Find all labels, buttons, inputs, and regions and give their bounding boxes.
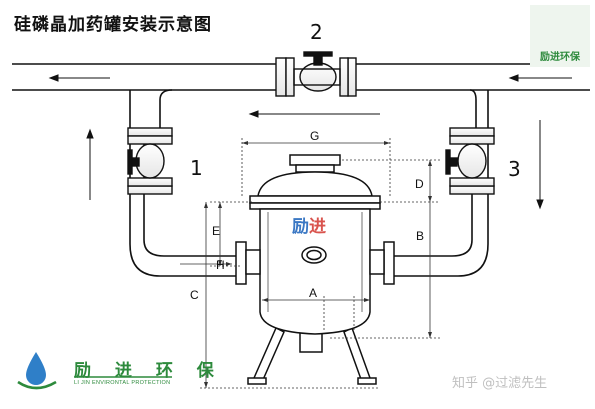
tank-head: [257, 171, 373, 197]
valve-label-2: 2: [310, 20, 323, 44]
dimension-label-a: A: [309, 286, 318, 300]
dimension-label-b: B: [416, 229, 425, 243]
tank-top-cap: [289, 154, 341, 166]
brand-logo-top-right: [530, 5, 590, 67]
diagram-title: 硅磷晶加药罐安装示意图: [14, 15, 212, 35]
dimension-arrowheads: [204, 141, 432, 388]
dimension-label-c: C: [190, 288, 199, 302]
flow-arrows: [48, 74, 572, 210]
valve-label-1: 1: [190, 156, 203, 180]
tank-logo: 励进: [292, 212, 326, 237]
left-branch-pipe: [129, 89, 238, 277]
dimension-label-e: E: [212, 224, 221, 238]
tank-head-flange: [249, 195, 381, 204]
dimension-label-h: H: [216, 258, 225, 272]
pipe-network: [12, 63, 590, 277]
dimension-label-g: G: [310, 129, 320, 143]
droplet-icon: [17, 352, 57, 390]
valve-3: [445, 127, 495, 195]
valve-1: [127, 127, 173, 195]
brand-name-bottom: 励 进 环 保: [74, 361, 223, 381]
dosing-tank: [235, 154, 395, 385]
brand-name-top: 励进环保: [540, 52, 580, 63]
brand-english-name: LI JIN ENVIRONTAL PROTECTION: [74, 380, 171, 386]
valve-label-3: 3: [508, 157, 521, 181]
tank-logo-part2: 进: [309, 217, 326, 237]
right-branch-pipe: [392, 89, 489, 277]
tank-logo-part1: 励: [292, 217, 309, 237]
valve-2: [275, 51, 357, 97]
watermark: 知乎 @过滤先生: [452, 376, 548, 391]
tank-shell: [259, 208, 371, 335]
dimension-label-d: D: [415, 177, 424, 191]
tank-legs: [247, 326, 377, 385]
